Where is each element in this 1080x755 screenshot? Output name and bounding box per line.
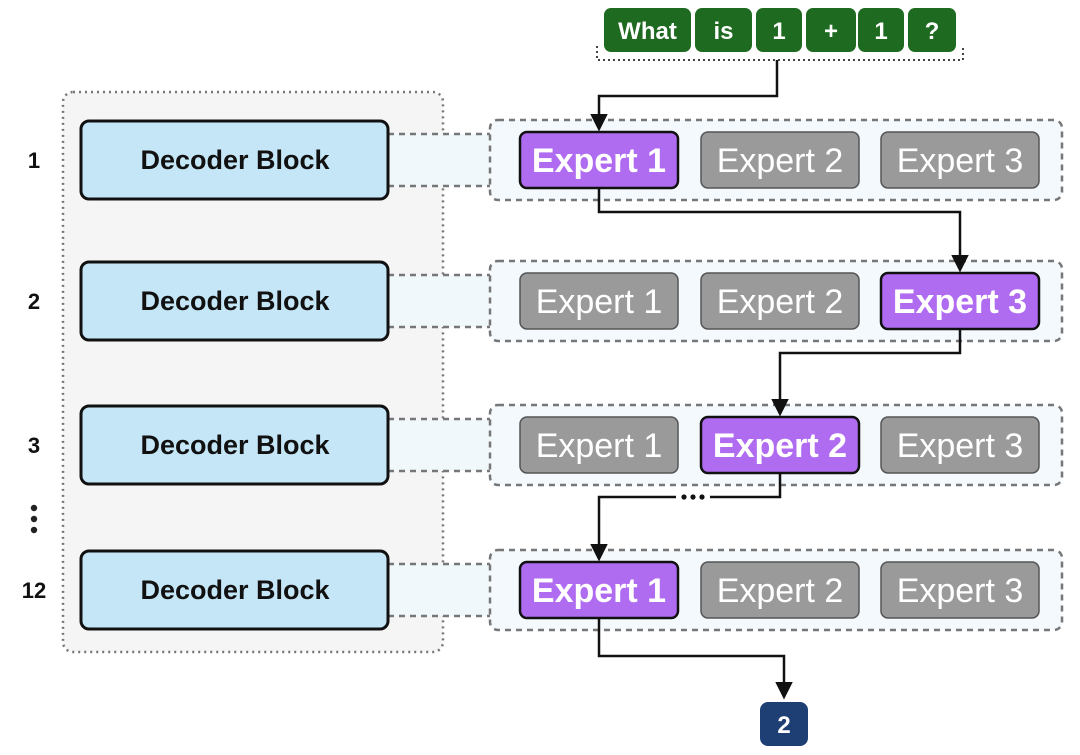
- expert-box: [700, 131, 860, 189]
- expert-label: Expert 1: [536, 427, 663, 465]
- decoder-block: [79, 404, 390, 486]
- token-box: [604, 8, 691, 52]
- input-bracket: [596, 46, 964, 61]
- token-label: ?: [925, 18, 940, 45]
- token-box: [695, 8, 752, 52]
- token-box: [806, 8, 856, 52]
- input-token: 1: [858, 8, 904, 52]
- layer-row: 3 Decoder Block Expert 1 Expert 2 Expert 3: [28, 403, 1064, 487]
- expert-label: Expert 2: [713, 427, 847, 465]
- layer-number: 3: [28, 433, 40, 458]
- input-token: 1: [756, 8, 802, 52]
- token-box: [908, 8, 956, 52]
- routing-lines: [590, 60, 969, 700]
- layer-number: 12: [22, 578, 46, 603]
- route-ellipsis-dot: [681, 494, 687, 500]
- decoder-block: [79, 260, 390, 342]
- connector-band: [388, 275, 490, 327]
- route-layer: [590, 495, 676, 562]
- expert: Expert 1: [519, 416, 679, 474]
- output-label: 2: [777, 712, 790, 739]
- route-layer: [597, 188, 969, 273]
- expert: Expert 1: [519, 272, 679, 330]
- expert-label: Expert 1: [532, 142, 666, 180]
- expert-label: Expert 2: [717, 572, 844, 610]
- token-label: is: [713, 18, 733, 45]
- expert-label: Expert 2: [717, 283, 844, 321]
- expert-label: Expert 3: [893, 283, 1027, 321]
- connector-band: [388, 134, 490, 186]
- route-layer: [771, 329, 962, 417]
- expert-box: [519, 272, 679, 330]
- expert-active: Expert 1: [518, 130, 680, 190]
- route-segment: [710, 473, 782, 499]
- expert-label: Expert 1: [536, 283, 663, 321]
- decoder-block: [79, 119, 390, 201]
- expert: Expert 2: [700, 131, 860, 189]
- layer-number: 1: [28, 148, 40, 173]
- input-token: ?: [908, 8, 956, 52]
- output-token: 2: [760, 702, 808, 746]
- expert: Expert 3: [880, 416, 1040, 474]
- expert-box: [880, 131, 1040, 189]
- expert-active: Expert 1: [518, 560, 680, 620]
- expert-active: Expert 3: [879, 271, 1041, 331]
- token-label: +: [824, 18, 838, 45]
- connector-band: [388, 564, 490, 616]
- expert-box: [700, 561, 860, 619]
- decoder-stack-container: [61, 90, 445, 654]
- expert-label: Expert 3: [897, 142, 1024, 180]
- route-ellipsis-dot: [690, 494, 696, 500]
- decoder-label: Decoder Block: [140, 145, 330, 175]
- route-ellipsis-dot: [699, 494, 705, 500]
- decoder-label: Decoder Block: [140, 286, 330, 316]
- expert-label: Expert 2: [717, 142, 844, 180]
- expert-box: [519, 416, 679, 474]
- decoder-label: Decoder Block: [140, 575, 330, 605]
- expert: Expert 3: [880, 561, 1040, 619]
- expert-label: Expert 3: [897, 427, 1024, 465]
- expert: Expert 3: [880, 131, 1040, 189]
- token-label: 1: [772, 18, 785, 45]
- expert-box: [700, 272, 860, 330]
- layer-row: 1 Decoder Block Expert 1 Expert 2 Expert 3: [28, 118, 1064, 202]
- token-label: What: [618, 18, 677, 45]
- token-box: [756, 8, 802, 52]
- input-token: +: [806, 8, 856, 52]
- input-token: What: [604, 8, 691, 52]
- layer-row: 12 Decoder Block Expert 1 Expert 2 Expert 3: [22, 548, 1064, 632]
- layer-row: 2 Decoder Block Expert 1 Expert 2 Expert 3: [28, 259, 1064, 343]
- decoder-label: Decoder Block: [140, 430, 330, 460]
- expert-box: [880, 561, 1040, 619]
- route-input: [590, 60, 779, 132]
- layer-ellipsis: [30, 504, 38, 534]
- expert-label: Expert 1: [532, 572, 666, 610]
- expert: Expert 2: [700, 561, 860, 619]
- layer-number: 2: [28, 289, 40, 314]
- expert-box: [880, 416, 1040, 474]
- decoder-block: [79, 549, 390, 631]
- expert-active: Expert 2: [699, 415, 861, 475]
- route-output: [597, 618, 793, 700]
- input-token: is: [695, 8, 752, 52]
- token-box: [858, 8, 904, 52]
- connector-band: [388, 419, 490, 471]
- expert-label: Expert 3: [897, 572, 1024, 610]
- token-label: 1: [874, 18, 887, 45]
- input-tokens: What is 1 +1?: [604, 8, 956, 52]
- expert: Expert 2: [700, 272, 860, 330]
